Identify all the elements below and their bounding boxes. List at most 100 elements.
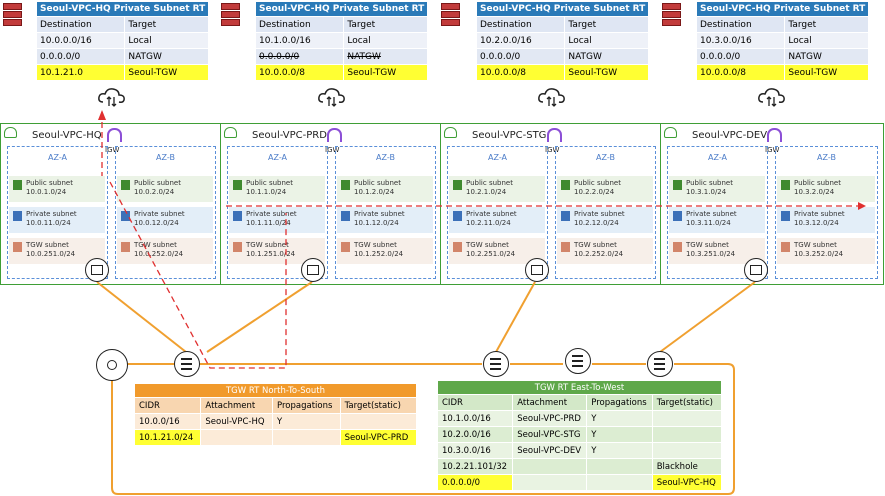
table-cell: Blackhole [651, 458, 723, 475]
route-table-title: Seoul-VPC-HQ Private Subnet RT [254, 1, 429, 17]
az-label: AZ-A [488, 153, 507, 162]
table-cell: Y [586, 410, 653, 427]
col-header: Attachment [200, 397, 273, 414]
col-target: Target [564, 16, 650, 33]
col-target: Target [343, 16, 429, 33]
lock-icon [341, 180, 350, 190]
subnet-cidr: 10.1.251.0/24 [246, 250, 296, 258]
table-title: TGW RT North-To-South [134, 383, 417, 398]
cloud-updown-icon [98, 88, 125, 107]
tgw-route-icon [483, 351, 509, 377]
subnet-name: Private subnet [134, 210, 185, 218]
subnet-name: TGW subnet [466, 241, 509, 249]
subnet-name: Private subnet [354, 210, 405, 218]
subnet-cidr: 10.1.12.0/24 [354, 219, 399, 227]
col-header: Propagations [586, 394, 653, 411]
rt-cell: Seoul-TGW [564, 64, 650, 81]
rt-cell: 10.1.21.0 [35, 64, 126, 81]
route-table-title: Seoul-VPC-HQ Private Subnet RT [35, 1, 210, 17]
subnet-cidr: 10.3.11.0/24 [686, 219, 731, 227]
table-cell [339, 413, 418, 430]
route-table-stg: Seoul-VPC-HQ Private Subnet RT Destinati… [475, 1, 650, 81]
lock-icon [453, 211, 462, 221]
subnet-cidr: 10.1.1.0/24 [246, 188, 287, 196]
tgw-route-icon [565, 348, 591, 374]
az-label: AZ-B [156, 153, 175, 162]
tgw-attachment-icon [744, 258, 768, 282]
subnet-name: TGW subnet [246, 241, 289, 249]
cloud-updown-icon [318, 88, 345, 107]
subnet-name: TGW subnet [686, 241, 729, 249]
lock-icon [561, 180, 570, 190]
az-label: AZ-A [48, 153, 67, 162]
route-table-hq: Seoul-VPC-HQ Private Subnet RT Destinati… [35, 1, 210, 81]
vpc-cloud-icon [664, 127, 677, 138]
rt-cell: Seoul-TGW [124, 64, 210, 81]
flow-north-south [109, 181, 287, 369]
rt-cell: Local [124, 32, 210, 49]
lock-icon [561, 242, 570, 252]
subnet-name: Public subnet [466, 179, 513, 187]
table-cell: Y [586, 426, 653, 443]
table-cell: 10.3.0.0/16 [436, 442, 514, 459]
lock-icon [781, 242, 790, 252]
table-cell [586, 474, 653, 491]
col-header: CIDR [436, 394, 514, 411]
az-label: AZ-A [708, 153, 727, 162]
subnet-cidr: 10.1.2.0/24 [354, 188, 395, 196]
table-title: TGW RT East-To-West [437, 380, 722, 395]
lock-icon [781, 180, 790, 190]
vpc-cloud-icon [444, 127, 457, 138]
vpc-title: Seoul-VPC-DEV [692, 130, 768, 141]
subnet-cidr: 10.1.11.0/24 [246, 219, 291, 227]
subnet-cidr: 10.2.252.0/24 [574, 250, 624, 258]
tgw-link [659, 281, 756, 353]
igw-label: IGW [545, 146, 560, 154]
lock-icon [233, 242, 242, 252]
rt-cell: 0.0.0.0/0 [695, 48, 786, 65]
rt-cell: 10.0.0.0/16 [35, 32, 126, 49]
subnet-cidr: 10.3.252.0/24 [794, 250, 844, 258]
igw-label: IGW [325, 146, 340, 154]
subnet-name: Public subnet [794, 179, 841, 187]
subnet-cidr: 10.2.2.0/24 [574, 188, 615, 196]
table-cell: Y [586, 442, 653, 459]
tgw-rt-east-west: TGW RT East-To-West CIDR Attachment Prop… [436, 380, 723, 491]
table-cell: Seoul-VPC-HQ [651, 474, 723, 491]
cloud-updown-icon [758, 88, 785, 107]
rt-cell: 10.0.0.0/8 [475, 64, 566, 81]
subnet-cidr: 10.2.251.0/24 [466, 250, 516, 258]
lock-icon [453, 180, 462, 190]
table-row: 10.0.0/16 Seoul-VPC-HQ Y [133, 413, 418, 430]
rt-cell: Seoul-TGW [784, 64, 870, 81]
tgw-route-icon [647, 351, 673, 377]
tgw-boundary [111, 363, 735, 495]
subnet-cidr: 10.1.252.0/24 [354, 250, 404, 258]
table-cell [651, 442, 723, 459]
vpc-cloud-icon [224, 127, 237, 138]
igw-icon [547, 128, 562, 142]
subnet-name: Private subnet [794, 210, 845, 218]
az-label: AZ-B [376, 153, 395, 162]
igw-label: IGW [105, 146, 120, 154]
rt-cell: NATGW [124, 48, 210, 65]
subnet-name: TGW subnet [26, 241, 69, 249]
route-table-icon [441, 3, 460, 27]
